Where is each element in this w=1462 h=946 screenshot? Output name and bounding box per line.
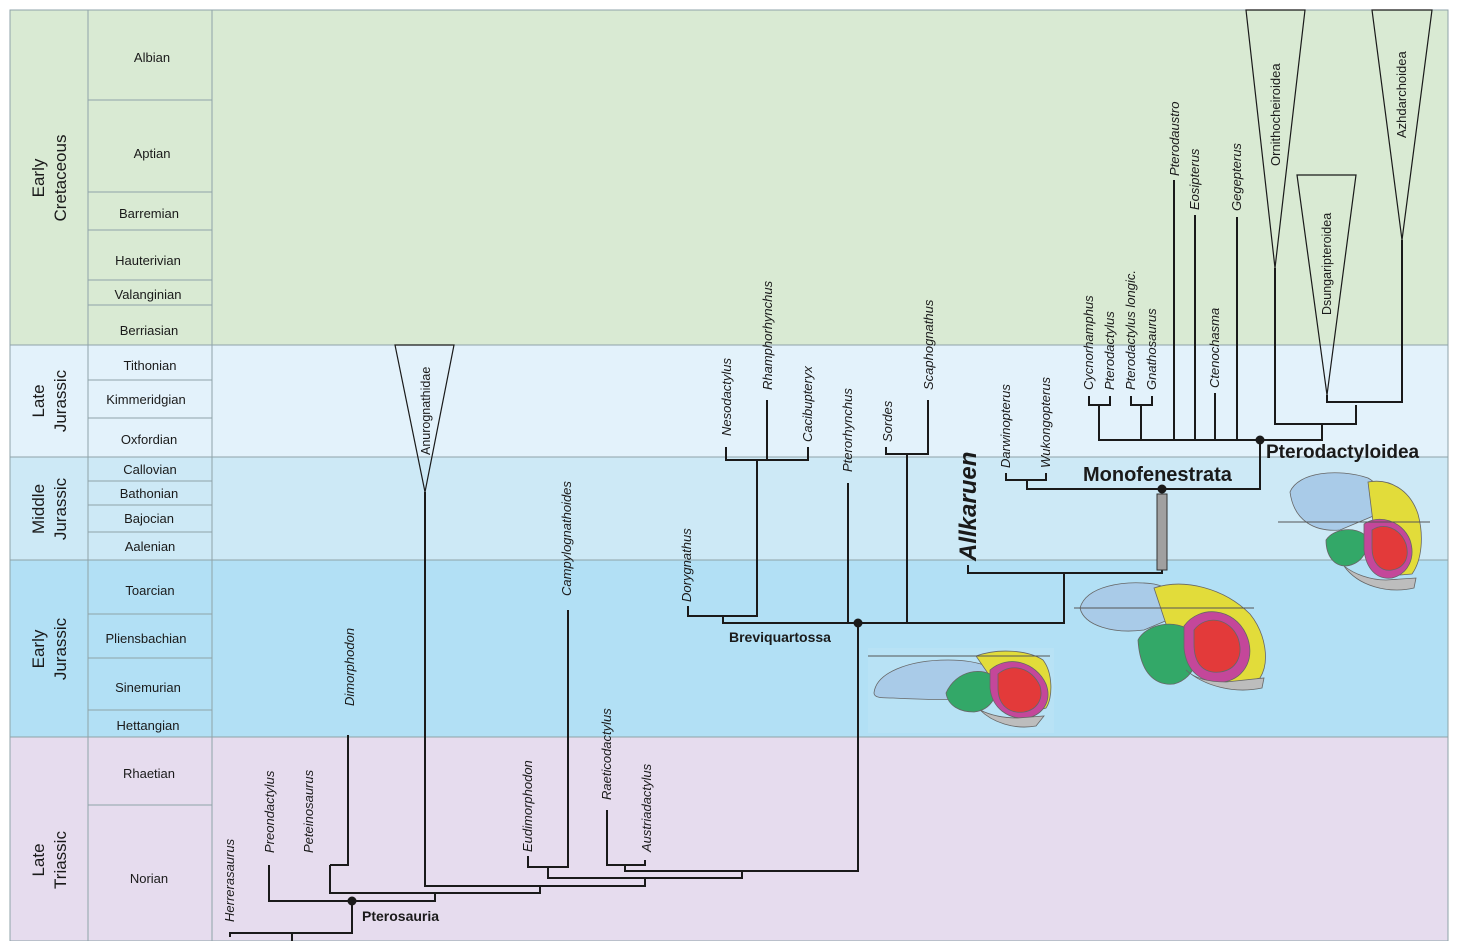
stage-rhaetian: Rhaetian [123, 766, 175, 781]
taxon-pterodactylus: Pterodactylus [1102, 311, 1117, 390]
taxon-preondactylus: Preondactylus [262, 770, 277, 853]
taxon-pterodaustro: Pterodaustro [1167, 102, 1182, 176]
clade-labels: Pterosauria Breviquartossa Monofenestrat… [362, 442, 1420, 924]
taxon-gnathosaurus: Gnathosaurus [1144, 308, 1159, 390]
taxon-pterorhynchus: Pterorhynchus [840, 388, 855, 472]
stage-hauterivian: Hauterivian [115, 253, 181, 268]
node-dots [347, 435, 1265, 906]
taxon-wukongopterus: Wukongopterus [1038, 376, 1053, 468]
stage-albian: Albian [134, 50, 170, 65]
stage-oxfordian: Oxfordian [121, 432, 177, 447]
stage-valanginian: Valanginian [115, 287, 182, 302]
taxon-darwinopterus: Darwinopterus [998, 384, 1013, 468]
taxon-rhamphorhynchus: Rhamphorhynchus [760, 280, 775, 390]
taxon-raeticodactylus: Raeticodactylus [599, 708, 614, 800]
taxon-eosipterus: Eosipterus [1187, 148, 1202, 210]
stage-norian: Norian [130, 871, 168, 886]
node-pterosauria [347, 896, 357, 906]
taxon-herrerasaurus: Herrerasaurus [222, 838, 237, 922]
taxon-peteinosaurus: Peteinosaurus [301, 769, 316, 853]
stage-bajocian: Bajocian [124, 511, 174, 526]
taxon-scaphognathus: Scaphognathus [921, 299, 936, 390]
band-late-triassic [10, 737, 1448, 941]
taxon-cycnorhamphus: Cycnorhamphus [1081, 295, 1096, 390]
taxon-dorygnathus: Dorygnathus [679, 528, 694, 602]
stage-bathonian: Bathonian [120, 486, 179, 501]
group-ornithocheiroidea: Ornithocheiroidea [1268, 63, 1283, 166]
taxon-ctenochasma: Ctenochasma [1207, 308, 1222, 388]
stage-aalenian: Aalenian [125, 539, 176, 554]
stage-sinemurian: Sinemurian [115, 680, 181, 695]
clade-pterodactyloidea: Pterodactyloidea [1266, 442, 1420, 463]
group-triangles [394, 9, 1433, 493]
clade-pterosauria: Pterosauria [362, 908, 439, 924]
stage-kimmeridgian: Kimmeridgian [106, 392, 185, 407]
stage-pliensbachian: Pliensbachian [106, 631, 187, 646]
band-early-cretaceous [10, 10, 1448, 345]
node-breviquartossa [853, 618, 863, 628]
ghost-lineage-bar [1156, 493, 1168, 571]
group-azhdarchoidea: Azhdarchoidea [1394, 51, 1409, 138]
stage-labels: Albian Aptian Barremian Hauterivian Vala… [106, 50, 187, 886]
clade-breviquartossa: Breviquartossa [729, 629, 831, 645]
node-pterodactyloidea [1255, 435, 1265, 445]
stage-aptian: Aptian [134, 146, 171, 161]
triangle-anurognathidae [394, 344, 455, 493]
stage-callovian: Callovian [123, 462, 176, 477]
stage-barremian: Barremian [119, 206, 179, 221]
taxon-nesodactylus: Nesodactylus [719, 357, 734, 436]
stage-tithonian: Tithonian [124, 358, 177, 373]
taxon-eudimorphodon: Eudimorphodon [520, 760, 535, 852]
triangle-azhdarchoidea [1371, 9, 1433, 241]
taxon-austriadactylus: Austriadactylus [639, 763, 654, 853]
group-labels: Anurognathidae Ornithocheiroidea Azhdarc… [419, 51, 1409, 455]
band-middle-jurassic [10, 457, 1448, 560]
tree-branches [229, 180, 1403, 941]
taxon-allkaruen: Allkaruen [955, 452, 982, 562]
brain-illustration-basal [868, 648, 1054, 733]
taxon-cacibupteryx: Cacibupteryx [800, 366, 815, 442]
stage-hettangian: Hettangian [117, 718, 180, 733]
taxon-dimorphodon: Dimorphodon [342, 628, 357, 706]
taxon-sordes: Sordes [880, 400, 895, 442]
node-monofenestrata [1157, 484, 1167, 494]
group-dsungaripteroidea: Dsungaripteroidea [1320, 213, 1334, 315]
stage-toarcian: Toarcian [125, 583, 174, 598]
triangle-ornithocheiroidea [1245, 9, 1306, 269]
group-anurognathidae: Anurognathidae [419, 367, 433, 455]
taxon-pterodactylus-longic: Pterodactylus longic. [1123, 270, 1138, 390]
taxon-labels: Herrerasaurus Preondactylus Peteinosauru… [222, 102, 1244, 922]
brain-illustration-allkaruen [1074, 582, 1266, 691]
stage-berriasian: Berriasian [120, 323, 179, 338]
band-late-jurassic [10, 345, 1448, 457]
brain-illustration-pterodactyloid [1278, 472, 1430, 591]
clade-monofenestrata: Monofenestrata [1083, 464, 1233, 486]
triangle-dsungaripteroidea [1296, 174, 1357, 396]
taxon-campylognathoides: Campylognathoides [559, 481, 574, 596]
taxon-gegepterus: Gegepterus [1229, 143, 1244, 211]
